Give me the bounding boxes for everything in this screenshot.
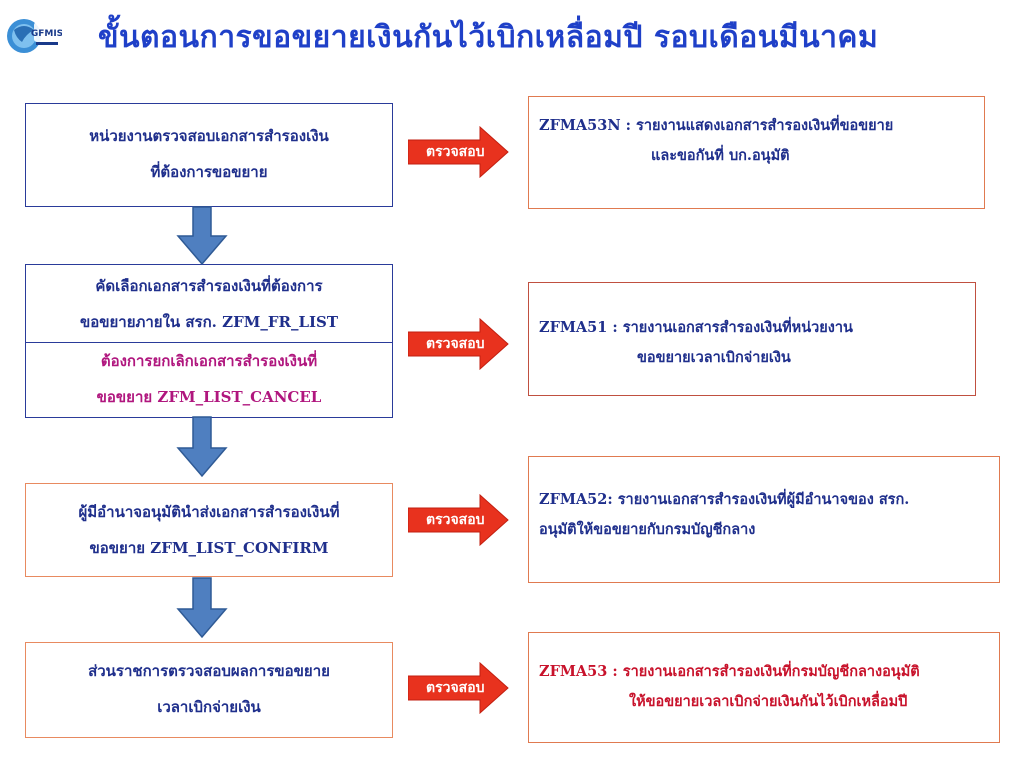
report-text: ให้ขอขยายเวลาเบิกจ่ายเงินกันไว้เบิกเหลื่… — [629, 693, 908, 710]
report-zfma51: ZFMA51 : รายงานเอกสารสำรองเงินที่หน่วยงา… — [528, 282, 976, 396]
down-arrow-icon — [176, 206, 228, 266]
step-agency-verify-result: ส่วนราชการตรวจสอบผลการขอขยาย เวลาเบิกจ่า… — [25, 642, 393, 738]
report-zfma52: ZFMA52: รายงานเอกสารสำรองเงินที่ผู้มีอำน… — [528, 456, 1000, 583]
check-arrow: ตรวจสอบ — [408, 662, 510, 714]
check-label: ตรวจสอบ — [426, 512, 485, 528]
check-arrow: ตรวจสอบ — [408, 318, 510, 370]
cancel-text: ต้องการยกเลิกเอกสารสำรองเงินที่ — [100, 352, 318, 370]
report-text: ZFMA53N : รายงานแสดงเอกสารสำรองเงินที่ขอ… — [539, 117, 894, 134]
step-text: ผู้มีอำนาจอนุมัตินำส่งเอกสารสำรองเงินที่ — [78, 503, 340, 521]
down-arrow-icon — [176, 577, 228, 639]
down-arrow-icon — [176, 416, 228, 478]
step-select-or-cancel: คัดเลือกเอกสารสำรองเงินที่ต้องการ ขอขยาย… — [25, 264, 393, 418]
svg-text:GFMIS: GFMIS — [31, 29, 62, 39]
step-text: ส่วนราชการตรวจสอบผลการขอขยาย — [88, 662, 330, 680]
step-text: ขอขยายภายใน สรก. ZFM_FR_LIST — [79, 313, 339, 331]
step-divider — [26, 342, 392, 343]
check-arrow: ตรวจสอบ — [408, 126, 510, 178]
check-label: ตรวจสอบ — [426, 336, 485, 352]
report-text: ZFMA53 : รายงานเอกสารสำรองเงินที่กรมบัญช… — [539, 663, 920, 680]
page-title: ขั้นตอนการขอขยายเงินกันไว้เบิกเหลื่อมปี … — [98, 20, 879, 55]
report-text: และขอกันที่ บก.อนุมัติ — [651, 147, 790, 164]
report-text: ขอขยายเวลาเบิกจ่ายเงิน — [637, 349, 791, 366]
step-text: หน่วยงานตรวจสอบเอกสารสำรองเงิน — [89, 127, 329, 145]
step-text: เวลาเบิกจ่ายเงิน — [157, 698, 261, 716]
check-label: ตรวจสอบ — [426, 144, 485, 160]
report-zfma53n: ZFMA53N : รายงานแสดงเอกสารสำรองเงินที่ขอ… — [528, 96, 985, 209]
step-text: ขอขยาย ZFM_LIST_CONFIRM — [89, 539, 329, 557]
report-text: อนุมัติให้ขอขยายกับกรมบัญชีกลาง — [539, 521, 756, 538]
cancel-text: ขอขยาย ZFM_LIST_CANCEL — [96, 388, 322, 406]
gfmis-logo: GFMIS — [4, 8, 63, 64]
check-label: ตรวจสอบ — [426, 680, 485, 696]
step-text: ที่ต้องการขอขยาย — [150, 163, 268, 181]
step-approver-confirm: ผู้มีอำนาจอนุมัตินำส่งเอกสารสำรองเงินที่… — [25, 483, 393, 577]
report-zfma53: ZFMA53 : รายงานเอกสารสำรองเงินที่กรมบัญช… — [528, 632, 1000, 743]
check-arrow: ตรวจสอบ — [408, 494, 510, 546]
step-text: คัดเลือกเอกสารสำรองเงินที่ต้องการ — [95, 277, 323, 295]
report-text: ZFMA52: รายงานเอกสารสำรองเงินที่ผู้มีอำน… — [539, 491, 910, 508]
step-check-documents: หน่วยงานตรวจสอบเอกสารสำรองเงิน ที่ต้องกา… — [25, 103, 393, 207]
report-text: ZFMA51 : รายงานเอกสารสำรองเงินที่หน่วยงา… — [539, 319, 853, 336]
